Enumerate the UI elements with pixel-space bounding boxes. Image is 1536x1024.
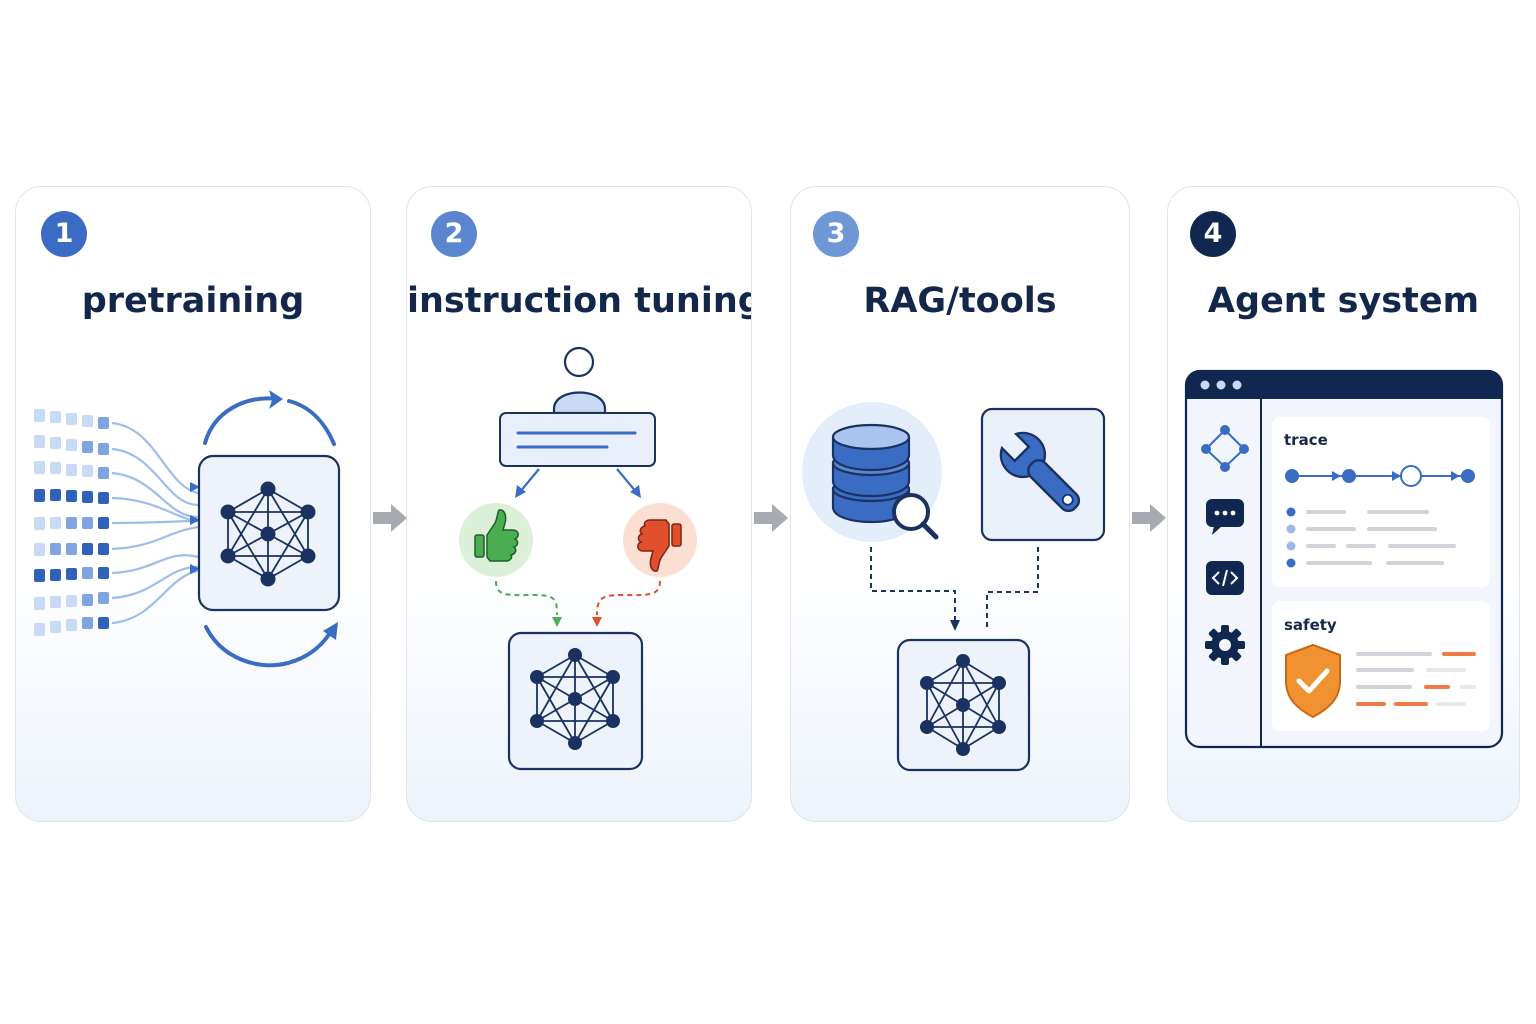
workflow-icon bbox=[1201, 425, 1249, 472]
stage-title: instruction tuning bbox=[407, 281, 752, 321]
token-grid-icon bbox=[34, 409, 109, 636]
thumbs-up-icon bbox=[474, 509, 519, 562]
code-icon[interactable] bbox=[1206, 561, 1244, 595]
agent-window: trace safety bbox=[1184, 369, 1504, 749]
flow-arrow-icon bbox=[754, 504, 788, 532]
gear-icon[interactable] bbox=[1205, 625, 1245, 665]
cycle-arrows-icon bbox=[203, 396, 336, 668]
trace-timeline bbox=[1285, 465, 1475, 487]
window-dots-icon bbox=[1200, 380, 1242, 390]
stage-number-badge: 1 bbox=[41, 211, 87, 257]
search-icon bbox=[892, 493, 939, 540]
stage-title: pretraining bbox=[81, 281, 305, 321]
instruction-tuning-illustration bbox=[459, 346, 697, 771]
stage-panel-instruction-tuning: 2 instruction tuning bbox=[406, 186, 752, 822]
pretraining-illustration bbox=[34, 390, 341, 668]
stage-panel-rag-tools: 3 RAG/tools bbox=[790, 186, 1130, 822]
stage-number-badge: 4 bbox=[1190, 211, 1236, 257]
flow-arrow-icon bbox=[1132, 504, 1166, 532]
stage-number-badge: 3 bbox=[813, 211, 859, 257]
prompt-card bbox=[499, 412, 656, 467]
person-icon bbox=[552, 346, 607, 415]
chat-icon[interactable] bbox=[1206, 499, 1244, 535]
stage-title: RAG/tools bbox=[863, 281, 1057, 321]
thumbs-down-icon bbox=[637, 519, 682, 572]
wrench-icon bbox=[999, 431, 1081, 513]
safety-lines bbox=[1356, 652, 1476, 706]
window-titlebar bbox=[1186, 371, 1502, 399]
stage-number-badge: 2 bbox=[431, 211, 477, 257]
stage-panel-pretraining: 1 pretraining bbox=[15, 186, 371, 822]
flow-arrow-icon bbox=[373, 504, 407, 532]
stage-panel-agent-system: 4 Agent system bbox=[1167, 186, 1520, 822]
shield-check-icon bbox=[1285, 643, 1341, 719]
trace-steps-list bbox=[1286, 507, 1456, 568]
stage-title: Agent system bbox=[1207, 281, 1480, 321]
safety-label: safety bbox=[1284, 616, 1337, 634]
rag-tools-illustration bbox=[802, 402, 1106, 772]
trace-label: trace bbox=[1284, 431, 1328, 449]
